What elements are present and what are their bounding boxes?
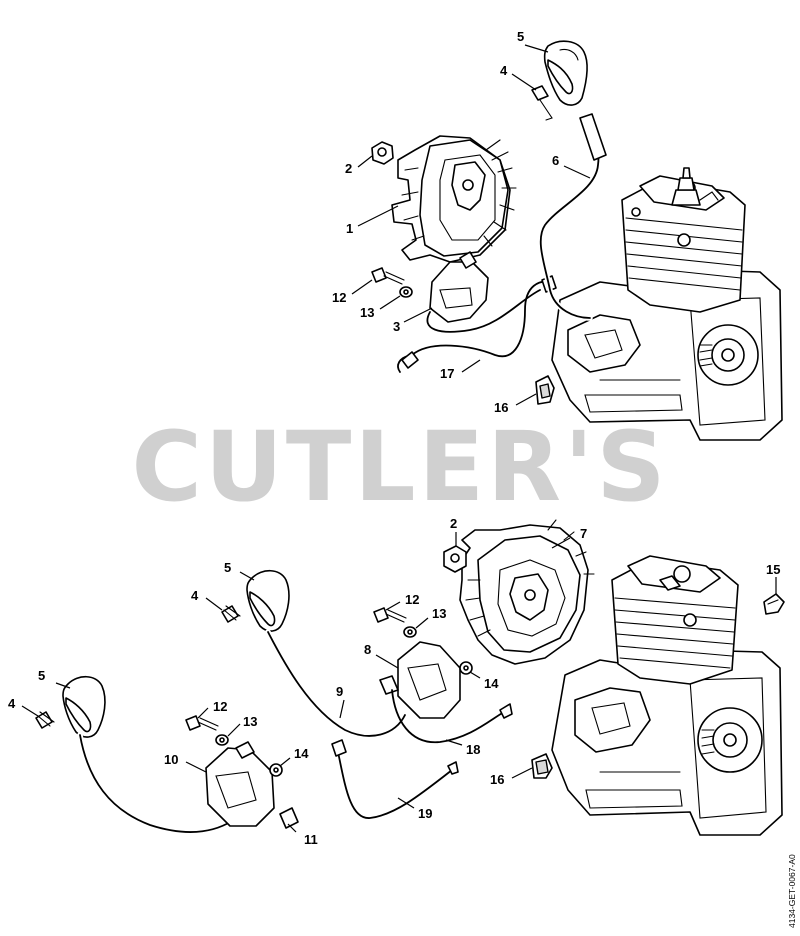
screw-bottom-b <box>185 715 219 731</box>
flywheel-top <box>391 135 517 263</box>
ignition-module-8 <box>379 641 461 719</box>
callout-label: 5 <box>224 560 231 575</box>
callout-label: 10 <box>164 752 178 767</box>
callout-label: 12 <box>405 592 419 607</box>
ignition-lead-top <box>537 113 607 321</box>
wire-18 <box>391 689 513 743</box>
callout-group-top: 5 4 6 2 1 12 13 3 17 16 <box>332 29 591 415</box>
callout-label: 4 <box>8 696 16 711</box>
clip-15 <box>763 593 785 615</box>
callout-label: 14 <box>484 676 499 691</box>
callout-label: 3 <box>393 319 400 334</box>
engine-block-bottom <box>551 555 783 836</box>
watermark-text: CUTLER'S <box>131 411 668 523</box>
callout-label: 2 <box>450 516 457 531</box>
ignition-module-10 <box>205 741 275 827</box>
wire-19 <box>331 739 459 819</box>
washer-bottom-13a <box>403 626 417 638</box>
nut-bottom <box>443 545 467 573</box>
callout-label: 15 <box>766 562 780 577</box>
washer-bottom-14a <box>459 661 473 675</box>
document-code: 4134-GET-0067-A0 <box>787 854 797 928</box>
washer-bottom-14b <box>269 763 283 777</box>
engine-block-top <box>551 167 783 441</box>
callout-label: 5 <box>517 29 524 44</box>
screw-top <box>371 267 405 285</box>
callout-label: 13 <box>432 606 446 621</box>
callout-label: 14 <box>294 746 309 761</box>
washer-bottom-13b <box>215 734 229 746</box>
top-assembly: 5 4 6 2 1 12 13 3 17 16 <box>332 29 783 441</box>
callout-label: 5 <box>38 668 45 683</box>
callout-group-bottom: 2 7 15 5 4 12 13 8 14 9 18 5 4 <box>8 516 780 847</box>
callout-label: 12 <box>213 699 227 714</box>
callout-label: 12 <box>332 290 346 305</box>
callout-label: 17 <box>440 366 454 381</box>
callout-label: 13 <box>360 305 374 320</box>
spark-plug-boot-top <box>543 40 588 106</box>
callout-label: 2 <box>345 161 352 176</box>
callout-label: 1 <box>346 221 353 236</box>
bottom-assembly: 2 7 15 5 4 12 13 8 14 9 18 5 4 <box>8 516 785 847</box>
washer-top <box>399 286 413 298</box>
nut-top <box>371 141 394 165</box>
callout-label: 7 <box>580 526 587 541</box>
spring-top <box>531 85 553 121</box>
spark-plug-boot-bottom-b <box>62 675 106 738</box>
screw-bottom-a <box>373 607 407 623</box>
ignition-lead-bottom <box>77 629 408 835</box>
callout-label: 18 <box>466 742 480 757</box>
callout-label: 13 <box>243 714 257 729</box>
callout-label: 16 <box>494 400 508 415</box>
callout-label: 16 <box>490 772 504 787</box>
ignition-module-top <box>429 251 489 323</box>
callout-label: 9 <box>336 684 343 699</box>
callout-label: 6 <box>552 153 559 168</box>
callout-label: 19 <box>418 806 432 821</box>
callout-label: 4 <box>500 63 508 78</box>
grommet-bottom <box>531 753 553 779</box>
callout-label: 11 <box>304 832 318 847</box>
callout-label: 4 <box>191 588 199 603</box>
spring-bottom-b <box>35 711 55 729</box>
grommet-top <box>535 375 555 405</box>
callout-label: 8 <box>364 642 371 657</box>
spring-bottom-a <box>221 605 241 623</box>
spark-plug-boot-bottom-a <box>246 569 290 632</box>
insulator-11 <box>279 807 299 829</box>
flywheel-bottom <box>459 519 595 665</box>
